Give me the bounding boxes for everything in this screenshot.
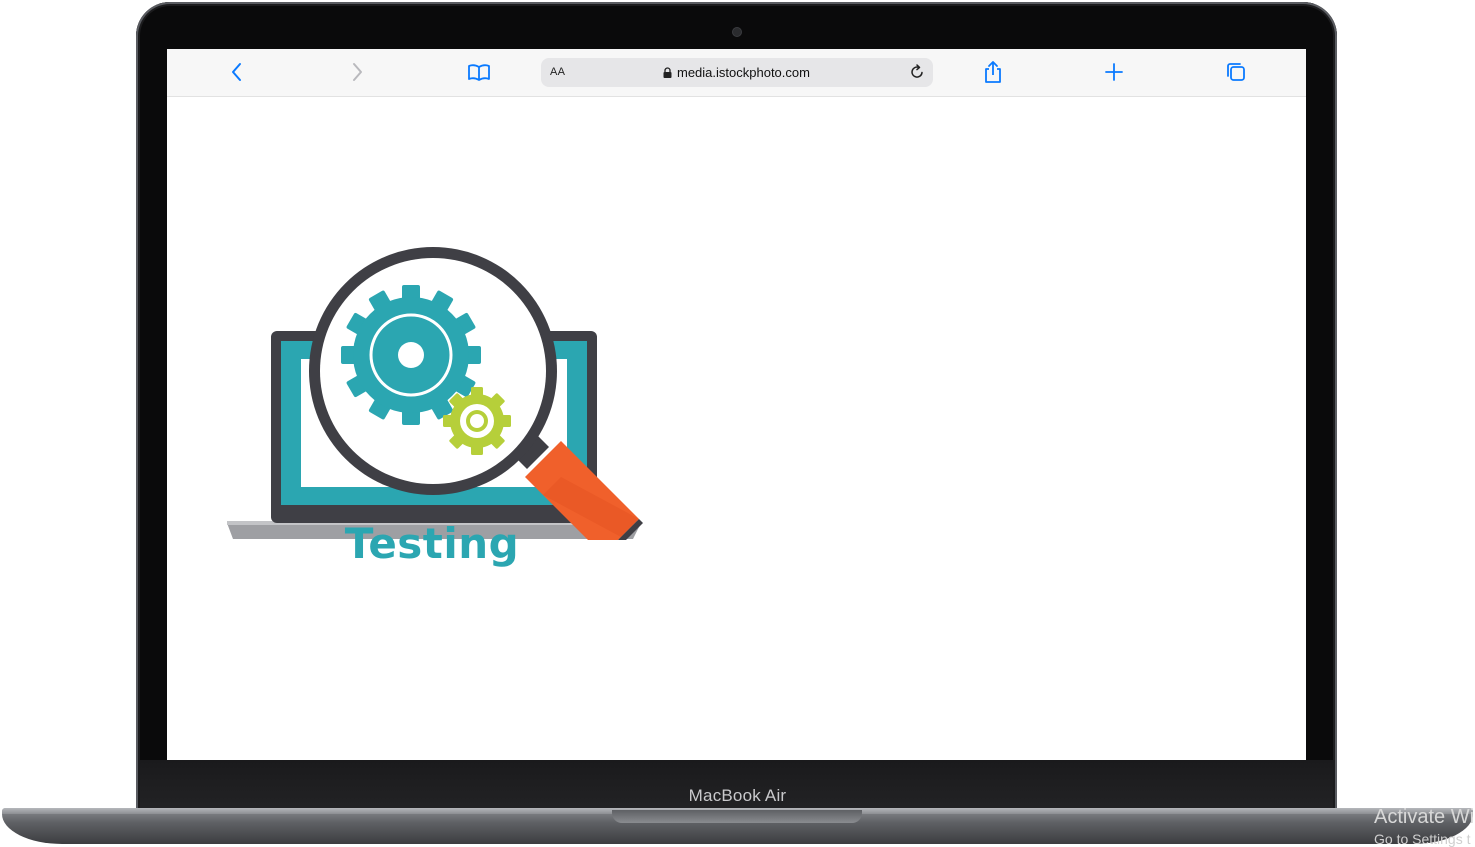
reader-aa-button[interactable]: AA xyxy=(550,66,566,78)
webcam-icon xyxy=(733,28,741,36)
lock-icon xyxy=(663,67,672,78)
screen-bottom-bezel xyxy=(140,760,1333,812)
activation-watermark-line2: Go to Settings t xyxy=(1374,831,1471,847)
illustration-laptop-base xyxy=(227,523,641,539)
device-brand-label: MacBook Air xyxy=(688,786,787,805)
url-display[interactable]: media.istockphoto.com xyxy=(663,65,810,80)
testing-caption: Testing xyxy=(344,519,520,568)
lime-gear-icon xyxy=(443,387,511,455)
back-button[interactable] xyxy=(225,60,249,84)
reload-icon xyxy=(911,64,923,78)
tabs-icon xyxy=(1227,63,1245,81)
tabs-overview-button[interactable] xyxy=(1224,60,1248,84)
url-text: media.istockphoto.com xyxy=(677,65,810,80)
browser-toolbar: AA media.istockphoto.com xyxy=(167,49,1306,97)
new-tab-button[interactable] xyxy=(1102,60,1126,84)
activation-watermark-line1: Activate Wi xyxy=(1374,806,1475,828)
laptop-opening-notch xyxy=(612,810,862,823)
magnifier-handle xyxy=(525,441,643,540)
address-bar[interactable]: AA media.istockphoto.com xyxy=(541,58,933,87)
browser-screen: AA media.istockphoto.com xyxy=(167,49,1306,760)
bookmarks-button[interactable] xyxy=(467,60,491,84)
testing-illustration xyxy=(227,247,643,540)
bookmarks-icon xyxy=(468,64,490,81)
new-tab-icon xyxy=(1105,63,1123,81)
share-icon xyxy=(985,61,1001,83)
forward-icon xyxy=(353,63,362,81)
share-button[interactable] xyxy=(981,60,1005,84)
forward-button[interactable] xyxy=(345,60,369,84)
teal-gear-icon xyxy=(341,285,481,425)
back-icon xyxy=(232,63,241,81)
reload-button[interactable] xyxy=(907,62,927,82)
